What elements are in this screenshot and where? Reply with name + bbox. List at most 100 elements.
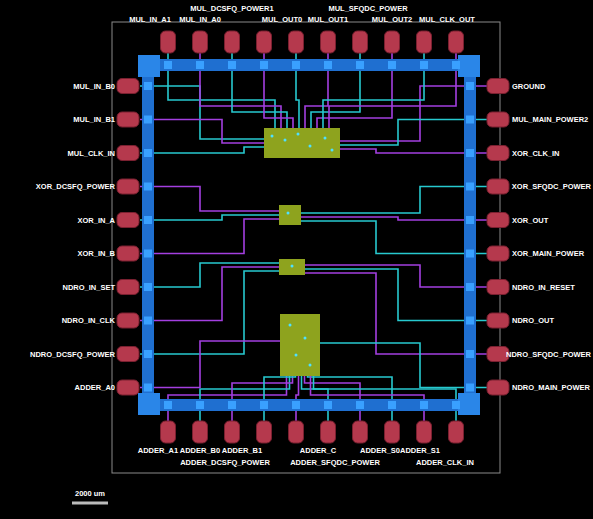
pin-name: XOR_CLK_IN [512, 149, 560, 158]
via [291, 265, 294, 268]
wires [140, 52, 488, 422]
wire [200, 372, 290, 422]
pin-name: XOR_OUT [512, 216, 548, 225]
bond-pad [487, 79, 509, 94]
bond-pad [289, 31, 304, 53]
pin-name: NDRO_MAIN_POWER [512, 383, 590, 392]
ring-contact [196, 61, 204, 69]
bond-pad [487, 313, 509, 328]
ring-contact [466, 149, 474, 157]
pin-name: GROUND [512, 82, 545, 91]
bond-pad [353, 31, 368, 53]
bond-pad [487, 380, 509, 395]
pin-name: XOR_DCSFQ_POWER [36, 182, 115, 191]
bond-pad [117, 246, 139, 261]
ground-ring [148, 65, 470, 405]
via [309, 364, 312, 367]
wire [140, 341, 290, 388]
bond-pad [487, 112, 509, 127]
via [287, 212, 290, 215]
ring-contact [292, 401, 300, 409]
wire [302, 273, 488, 354]
pin-name: MUL_MAIN_POWER2 [512, 115, 588, 124]
bond-pad [487, 146, 509, 161]
pin-name: ADDER_A0 [75, 383, 115, 392]
pin-name: MUL_SFQDC_POWER [328, 4, 407, 13]
ring-contact [466, 216, 474, 224]
bond-pad [193, 31, 208, 53]
ring-contact [466, 82, 474, 90]
pin-name: MUL_CLK_IN [67, 149, 115, 158]
bond-pad [117, 112, 139, 127]
ring-contact [324, 61, 332, 69]
pin-name: NDRO_IN_CLK [62, 316, 115, 325]
ring-contact [466, 317, 474, 325]
bond-pad [353, 421, 368, 443]
pin-name: XOR_MAIN_POWER [512, 249, 584, 258]
wire [168, 372, 287, 422]
xor-cell [279, 205, 301, 225]
ring-contact [466, 384, 474, 392]
ndro-cell [279, 259, 305, 275]
pin-name: XOR_IN_A [77, 216, 115, 225]
ring-contact [466, 116, 474, 124]
ring-corner [138, 393, 160, 415]
bond-pad [161, 421, 176, 443]
pin-name: ADDER_CLK_IN [416, 458, 474, 467]
pin-name: MUL_CLK_OUT [419, 15, 475, 24]
adder-cell [280, 314, 320, 376]
bond-pad [417, 421, 432, 443]
bond-pad [417, 31, 432, 53]
cells [264, 128, 340, 376]
wire [296, 372, 299, 422]
pin-name: NDRO_SFQDC_POWER [506, 350, 591, 359]
ring-contact [228, 401, 236, 409]
pin-name: MUL_IN_B1 [73, 115, 115, 124]
pin-name: MUL_OUT2 [372, 15, 412, 24]
ring-contact [260, 401, 268, 409]
wire [314, 372, 457, 422]
ring-contact [388, 401, 396, 409]
bond-pad [117, 280, 139, 295]
wire [232, 372, 293, 422]
pads [117, 31, 509, 443]
bond-pad [449, 31, 464, 53]
wire [302, 372, 329, 422]
via [304, 337, 307, 340]
via [324, 137, 327, 140]
ring-contact [420, 61, 428, 69]
wire [140, 267, 282, 321]
pin-name: MUL_DCSFQ_POWER1 [190, 4, 273, 13]
bond-pad [257, 421, 272, 443]
ring-contact [144, 183, 152, 191]
wire [310, 343, 488, 388]
via [284, 139, 287, 142]
bond-pad [289, 421, 304, 443]
via [331, 149, 334, 152]
wire [300, 187, 488, 214]
pin-name: ADDER_S0 [360, 446, 400, 455]
bond-pad [225, 31, 240, 53]
bond-pad [449, 421, 464, 443]
ring-contact [164, 401, 172, 409]
bond-pad [117, 313, 139, 328]
ring-contact [292, 61, 300, 69]
wire [302, 269, 488, 321]
ring-contact [144, 350, 152, 358]
bond-pad [117, 146, 139, 161]
bond-pad [193, 421, 208, 443]
wire [140, 187, 280, 212]
bond-pad [487, 347, 509, 362]
bond-pad [385, 31, 400, 53]
ring-contact [356, 401, 364, 409]
via [297, 133, 300, 136]
bond-pad [487, 280, 509, 295]
scale-bar [72, 502, 108, 505]
die-outline [112, 22, 500, 473]
pin-name: XOR_IN_B [77, 249, 115, 258]
via [271, 135, 274, 138]
pin-name: NDRO_DCSFQ_POWER [30, 350, 115, 359]
ring-contact [466, 350, 474, 358]
pin-name: ADDER_B0 [180, 446, 220, 455]
